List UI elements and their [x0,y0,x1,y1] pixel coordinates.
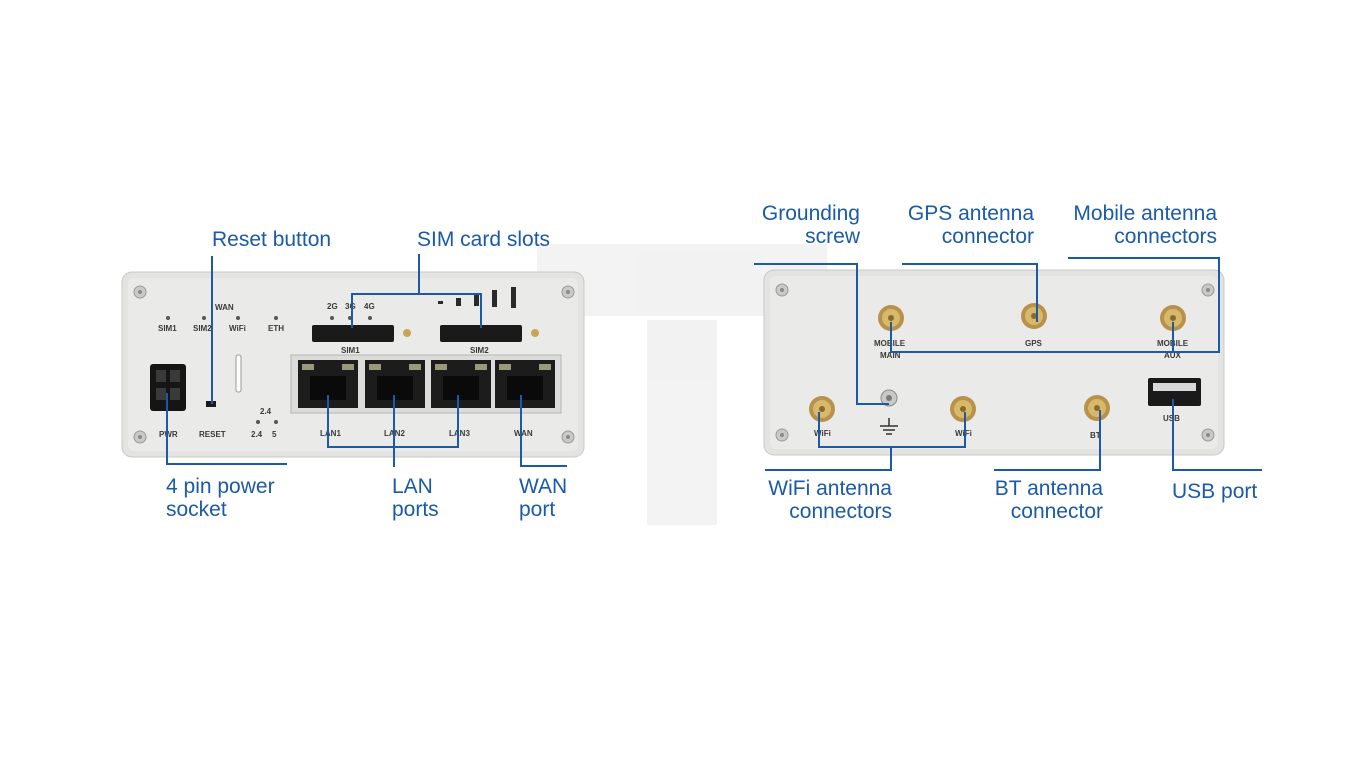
screw-icon [561,285,575,299]
mobile-callout-line [890,257,1220,353]
usb-label: USB [1163,414,1180,423]
screw-icon [133,430,147,444]
mobile-main-connector[interactable] [878,305,904,331]
lan-ports-callout: LAN ports [392,475,439,521]
wifi-right-connector[interactable] [950,396,976,422]
grounding-callout-line [754,263,889,405]
led-label-wan: WAN [215,303,234,312]
led-label-4g: 4G [364,302,375,311]
ethernet-port-lan3[interactable] [431,360,491,408]
led-indicator [236,316,240,320]
signal-strength-icon [438,287,516,308]
reset-button-callout: Reset button [212,228,332,251]
sim1-eject-pin [403,329,411,337]
sim2-slot[interactable] [440,325,522,342]
band-label-5: 5 [272,430,277,439]
bt-label: BT [1090,431,1101,440]
led-indicator [202,316,206,320]
wifi-callout-line [765,447,892,471]
front-panel: SIM1 SIM2 WAN WiFi ETH 2G 3G 4G SIM1 SIM… [121,271,585,458]
sim-callout-line [419,293,482,328]
wifi-left-connector[interactable] [809,396,835,422]
band-label-24-top: 2.4 [260,407,272,416]
led-label-2g: 2G [327,302,338,311]
wan-port-label: WAN [514,429,533,438]
power-socket[interactable] [150,364,186,411]
band-label-24: 2.4 [251,430,263,439]
bt-connector[interactable] [1084,395,1110,421]
screw-icon [133,285,147,299]
screw-icon [561,430,575,444]
lan1-label: LAN1 [320,429,341,438]
grounding-screw-callout: Grounding screw [761,202,860,248]
sim1-slot-label: SIM1 [341,346,360,355]
led-indicator [256,420,260,424]
mobile-main-label-1: MOBILE [874,339,906,348]
sim-callout-line [351,254,420,328]
led-indicator [274,316,278,320]
led-label-sim2: SIM2 [193,324,212,333]
gps-antenna-callout: GPS antenna connector [907,202,1034,248]
lan3-label: LAN3 [449,429,470,438]
wifi-left-label: WiFi [814,429,831,438]
wan-callout-line [520,395,567,467]
pwr-label: PWR [159,430,178,439]
wifi-antenna-callout: WiFi antenna connectors [768,477,892,523]
sim2-slot-label: SIM2 [470,346,489,355]
gps-label: GPS [1025,339,1043,348]
wifi-right-label: WiFi [955,429,972,438]
power-socket-callout: 4 pin power socket [166,475,275,521]
sim2-eject-pin [531,329,539,337]
wan-port-callout: WAN port [519,475,568,521]
mobile-main-label-2: MAIN [880,351,901,360]
led-label-wifi: WiFi [229,324,246,333]
screw-icon [1201,283,1215,297]
led-indicator [368,316,372,320]
usb-callout-line [1172,399,1262,471]
usb-port-callout: USB port [1172,480,1258,503]
ground-symbol-icon [880,418,898,435]
bt-antenna-callout: BT antenna connector [994,477,1103,523]
mobile-aux-connector[interactable] [1160,305,1186,331]
led-label-3g: 3G [345,302,356,311]
reset-label: RESET [199,430,226,439]
rear-panel: MOBILE MAIN GPS MOBILE AUX WiFi WiFi [763,269,1225,456]
led-label-eth: ETH [268,324,284,333]
led-label-sim1: SIM1 [158,324,177,333]
screw-icon [1201,428,1215,442]
led-indicator [330,316,334,320]
bt-callout-line [994,410,1101,471]
mobile-aux-label-2: AUX [1164,351,1182,360]
power-callout-line [166,393,287,465]
mobile-antenna-callout: Mobile antenna connectors [1073,202,1217,248]
sim-slots-callout: SIM card slots [417,228,551,251]
grounding-screw[interactable] [880,389,898,407]
gps-connector[interactable] [1021,303,1047,329]
ethernet-port-wan[interactable] [495,360,555,408]
screw-icon [775,428,789,442]
screw-icon [775,283,789,297]
led-indicator [166,316,170,320]
light-sensor [235,354,242,393]
sim1-slot[interactable] [312,325,394,342]
led-indicator [274,420,278,424]
usb-port[interactable] [1148,378,1201,406]
gps-callout-line [902,263,1038,322]
